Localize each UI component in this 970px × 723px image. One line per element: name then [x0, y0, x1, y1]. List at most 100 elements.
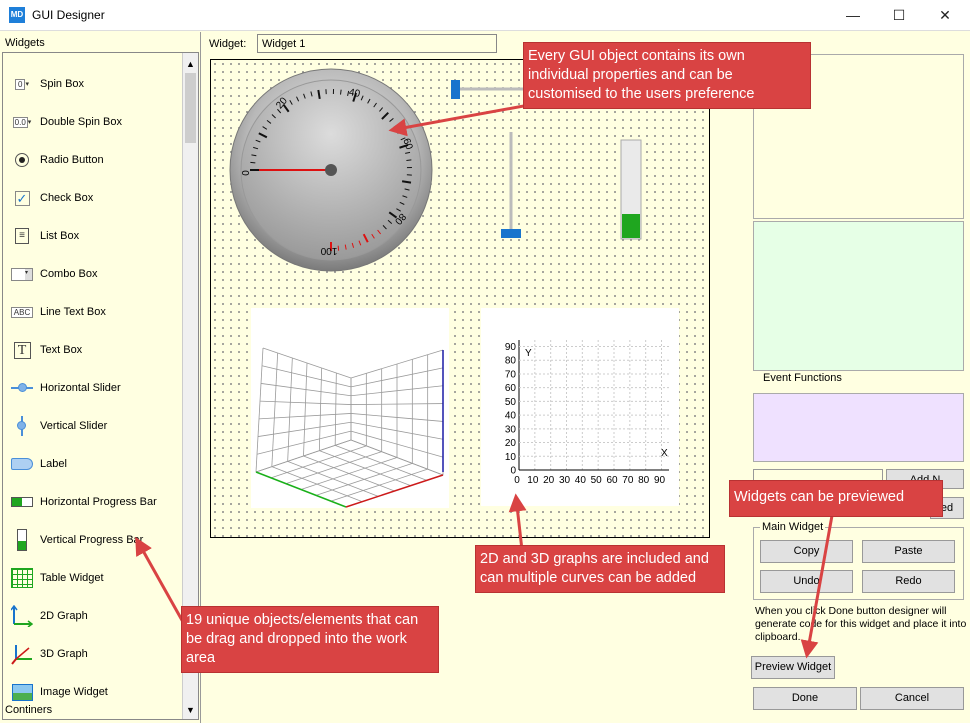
gauge-tick	[379, 107, 384, 112]
2d-graph-y-tick: 40	[505, 411, 517, 422]
preview-widget-button[interactable]: Preview Widget	[751, 656, 835, 679]
gauge-tick	[310, 91, 313, 97]
3d-graph-widget[interactable]	[251, 308, 449, 508]
gauge-tick	[405, 151, 411, 154]
horizontal-slider-widget[interactable]	[451, 80, 531, 99]
vertical-slider-widget[interactable]	[501, 132, 521, 238]
3d-grid-line	[350, 413, 444, 422]
gauge-tick	[282, 103, 290, 113]
properties-box-green[interactable]	[753, 221, 964, 371]
scroll-up-icon[interactable]: ▲	[186, 59, 195, 69]
scroll-thumb[interactable]	[185, 73, 196, 143]
list-box-icon: ≡	[11, 227, 33, 245]
widget-item-radio-button[interactable]: Radio Button	[11, 150, 104, 170]
event-functions-box[interactable]	[753, 393, 964, 462]
gauge-tick	[406, 159, 412, 161]
3d-grid-line	[261, 365, 352, 388]
2d-graph-x-tick: 30	[559, 475, 571, 486]
done-help-text: When you click Done button designer will…	[755, 605, 967, 643]
horizontal-slider-handle[interactable]	[451, 80, 460, 99]
2d-graph-y-tick: 70	[505, 369, 517, 380]
3d-axis-x	[255, 471, 347, 508]
work-area-canvas[interactable]: 0 20 40 60 80 100	[210, 59, 710, 538]
main-widget-group	[753, 527, 964, 600]
widget-item-combo-box[interactable]: ▾Combo Box	[11, 264, 97, 284]
copy-button[interactable]: Copy	[760, 540, 853, 563]
maximize-button[interactable]: ☐	[892, 7, 906, 23]
widget-item-horizontal-progress-bar[interactable]: Horizontal Progress Bar	[11, 492, 157, 512]
widget-item-table-widget[interactable]: Table Widget	[11, 568, 104, 588]
gauge-tick	[401, 180, 412, 184]
minimize-button[interactable]: —	[846, 7, 860, 23]
3d-grid-line	[350, 367, 444, 388]
vertical-progress-bar-widget[interactable]	[620, 139, 642, 240]
3d-grid-line	[258, 413, 352, 420]
containers-header[interactable]: Continers	[5, 704, 53, 716]
3d-grid-line	[255, 439, 352, 473]
vertical-slider-handle[interactable]	[501, 229, 521, 238]
gauge-tick	[377, 229, 382, 235]
close-button[interactable]: ✕	[939, 7, 951, 23]
gauge-tick	[367, 98, 371, 104]
done-button[interactable]: Done	[753, 687, 857, 710]
2d-graph-x-tick: 70	[622, 475, 634, 486]
table-widget-icon	[11, 568, 33, 588]
2d-graph-grid	[518, 340, 669, 471]
widget-item-label: Vertical Progress Bar	[40, 534, 144, 546]
label-icon	[11, 455, 33, 473]
undo-button[interactable]: Undo	[760, 570, 853, 593]
gauge-tick	[266, 119, 272, 124]
widget-item-spin-box[interactable]: 0▾ Spin Box	[11, 74, 84, 94]
2d-graph-y-tick: 50	[505, 397, 517, 408]
redo-button[interactable]: Redo	[862, 570, 955, 593]
widget-item-vertical-slider[interactable]: Vertical Slider	[11, 416, 107, 436]
3d-axis-y	[345, 474, 444, 508]
spin-box-icon: 0▾	[11, 75, 33, 93]
widget-item-label: Spin Box	[40, 78, 85, 90]
2d-graph-y-tick: 20	[505, 438, 517, 449]
scroll-down-icon[interactable]: ▼	[186, 705, 195, 715]
gauge-tick	[340, 89, 342, 95]
widget-name-input[interactable]	[257, 34, 497, 53]
widget-item-list-box[interactable]: ≡List Box	[11, 226, 79, 246]
3d-grid-line	[350, 385, 444, 397]
gauge-widget[interactable]: 0 20 40 60 80 100	[229, 68, 433, 272]
3d-grid-line	[300, 457, 398, 490]
gauge-tick	[271, 114, 276, 119]
callout-graphs: 2D and 3D graphs are included and can mu…	[475, 545, 725, 593]
gauge-tick	[373, 102, 377, 108]
vertical-slider-icon	[11, 416, 33, 436]
widget-item-label[interactable]: Label	[11, 454, 67, 474]
widget-item-double-spin-box[interactable]: 0.0▾Double Spin Box	[11, 112, 122, 132]
paste-button[interactable]: Paste	[862, 540, 955, 563]
widget-item-horizontal-slider[interactable]: Horizontal Slider	[11, 378, 121, 398]
2d-graph-y-tick: 10	[505, 452, 517, 463]
widget-name-label: Widget:	[209, 38, 247, 50]
widget-item-check-box[interactable]: ✓Check Box	[11, 188, 93, 208]
gauge-tick	[404, 188, 410, 191]
3d-grid-line	[303, 362, 308, 457]
widget-item-3d-graph[interactable]: 3D Graph	[11, 644, 88, 665]
radio-button-icon	[11, 151, 33, 169]
widget-item-label: 2D Graph	[40, 610, 88, 622]
gauge-tick	[255, 139, 261, 143]
window-title: GUI Designer	[32, 8, 105, 22]
callout-preview: Widgets can be previewed	[729, 480, 943, 517]
widget-item-vertical-progress-bar[interactable]: Vertical Progress Bar	[11, 529, 144, 551]
cancel-button[interactable]: Cancel	[860, 687, 964, 710]
3d-grid-line	[257, 421, 352, 437]
widgets-scrollbar[interactable]: ▲ ▼	[182, 53, 198, 719]
image-widget-icon	[11, 683, 33, 701]
3d-grid-line	[255, 347, 264, 473]
widget-item-label: Vertical Slider	[40, 420, 108, 432]
widget-item-2d-graph[interactable]: 2D Graph	[11, 605, 88, 627]
2d-graph-y-axis-label: Y	[525, 348, 532, 359]
title-bar: MD GUI Designer — ☐ ✕	[0, 0, 970, 31]
widget-item-image-widget[interactable]: Image Widget	[11, 682, 108, 702]
2d-graph-x-tick: 10	[527, 475, 539, 486]
